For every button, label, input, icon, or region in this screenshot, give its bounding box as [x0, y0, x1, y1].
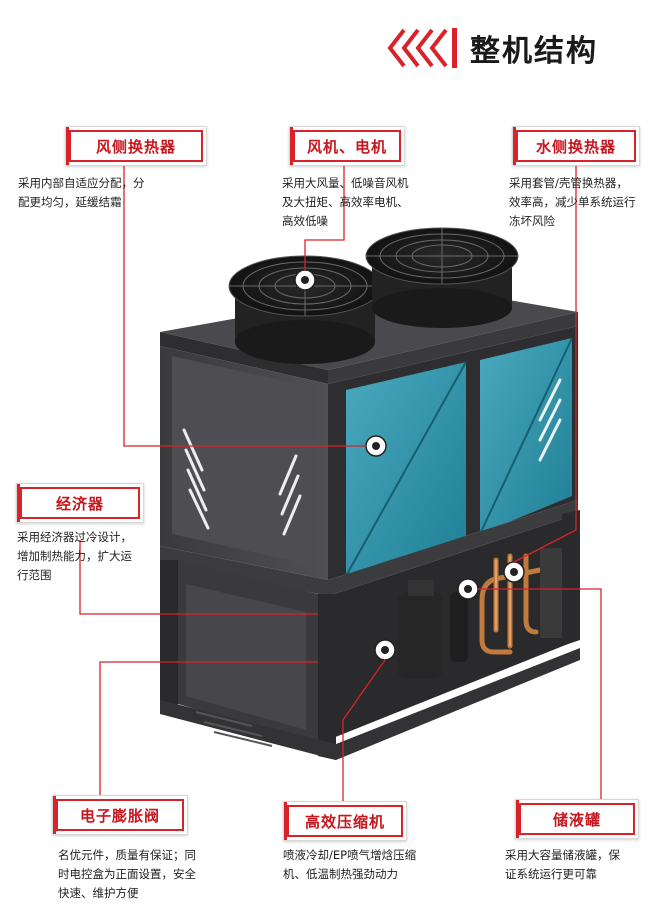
label-liquid-receiver: 储液罐	[515, 799, 639, 839]
marker-water-side-icon	[503, 561, 525, 583]
marker-compressor-icon	[374, 639, 396, 661]
label-water-side-exchanger: 水侧换热器	[512, 126, 640, 166]
chevron-arrows-icon	[387, 28, 457, 68]
desc-air-side-exchanger: 采用内部自适应分配，分 配更均匀，延缓结霜	[18, 176, 145, 209]
desc-expansion-valve: 名优元件，质量有保证；同 时电控盒为正面设置，安全 快速、维护方便	[58, 848, 196, 900]
desc-water-side-exchanger: 采用套管/壳管换热器， 效率高，减少单系统运行 冻坏风险	[509, 176, 636, 228]
marker-air-side-icon	[365, 435, 387, 457]
marker-fan-icon	[294, 269, 316, 291]
desc-fan-motor: 采用大风量、低噪音风机 及大扭矩、高效率电机、 高效低噪	[282, 176, 409, 228]
fan-right	[365, 227, 519, 328]
label-air-side-exchanger: 风侧换热器	[65, 126, 207, 166]
label-compressor: 高效压缩机	[283, 801, 407, 841]
label-fan-motor: 风机、电机	[289, 126, 405, 166]
desc-economizer: 采用经济器过冷设计， 增加制热能力，扩大运 行范围	[17, 530, 132, 582]
desc-liquid-receiver: 采用大容量储液罐，保 证系统运行更可靠	[505, 848, 620, 881]
label-expansion-valve: 电子膨胀阀	[52, 795, 188, 835]
desc-compressor: 喷液冷却/EP喷气增焓压缩 机、低温制热强劲动力	[283, 848, 417, 881]
page-title: 整机结构	[470, 34, 598, 69]
label-economizer: 经济器	[16, 483, 144, 523]
page-header: 整机结构	[384, 24, 598, 72]
marker-receiver-icon	[457, 578, 479, 600]
